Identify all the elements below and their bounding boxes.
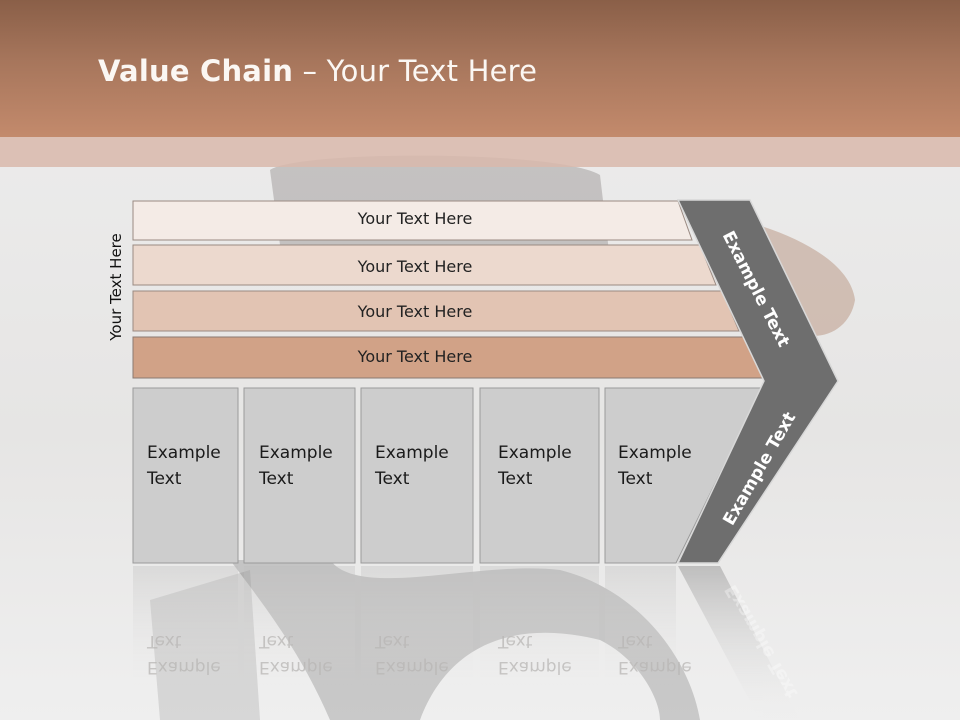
activity-cell-5 [604,387,763,564]
title-rest: – Your Text Here [293,54,538,88]
activity-cell-5-line1: Example [618,443,692,463]
activity-cell-3-reflection-line2: Text [375,631,410,651]
activity-cell-4-reflection-line2: Text [498,631,533,651]
header-sub-band [0,137,960,167]
activity-cell-2-line1: Example [259,443,333,463]
support-band-2-label: Your Text Here [357,257,473,276]
activity-cell-2-label: Example Text [259,440,333,492]
support-band-3 [132,290,740,332]
activity-cell-2-line2: Text [259,469,294,489]
activity-cell-1-reflection: Example Text [147,628,221,680]
activity-cell-5-reflection-line1: Example [618,657,692,677]
activity-cell-2-reflection-line2: Text [259,631,294,651]
activity-cell-1-line2: Text [147,469,182,489]
activity-cell-3-label: Example Text [375,440,449,492]
activity-cell-2-reflection-line1: Example [259,657,333,677]
title-bold: Value Chain [98,54,294,88]
activity-cell-3-line1: Example [375,443,449,463]
activity-cell-5-label: Example Text [618,440,692,492]
margin-chevron [676,199,839,564]
activity-cell-5-line2: Text [618,469,653,489]
activity-cell-1-line1: Example [147,443,221,463]
activity-cell-3 [360,387,474,564]
activity-cell-3-line2: Text [375,469,410,489]
activity-cell-1 [132,387,239,564]
reflection [133,566,800,720]
support-band-1 [132,200,693,241]
header-band [0,0,960,137]
slide-title: Value Chain – Your Text Here [98,54,537,88]
support-band-1-label: Your Text Here [357,209,473,228]
activity-cell-4-line1: Example [498,443,572,463]
activity-cell-2 [243,387,356,564]
activity-cell-1-reflection-line2: Text [147,631,182,651]
activity-cell-4-reflection-line1: Example [498,657,572,677]
activity-cell-1-label: Example Text [147,440,221,492]
activity-cell-3-reflection-line1: Example [375,657,449,677]
activity-cell-3-reflection: Example Text [375,628,449,680]
support-band-4-label: Your Text Here [357,347,473,366]
support-band-3-label: Your Text Here [357,302,473,321]
activity-cell-4-line2: Text [498,469,533,489]
activity-cell-4 [479,387,600,564]
activity-cell-4-label: Example Text [498,440,572,492]
activity-cell-2-reflection: Example Text [259,628,333,680]
activity-cell-5-reflection-line2: Text [618,631,653,651]
activity-cell-5-reflection: Example Text [618,628,692,680]
activity-cell-4-reflection: Example Text [498,628,572,680]
activity-cell-1-reflection-line1: Example [147,657,221,677]
support-band-2 [132,244,717,286]
